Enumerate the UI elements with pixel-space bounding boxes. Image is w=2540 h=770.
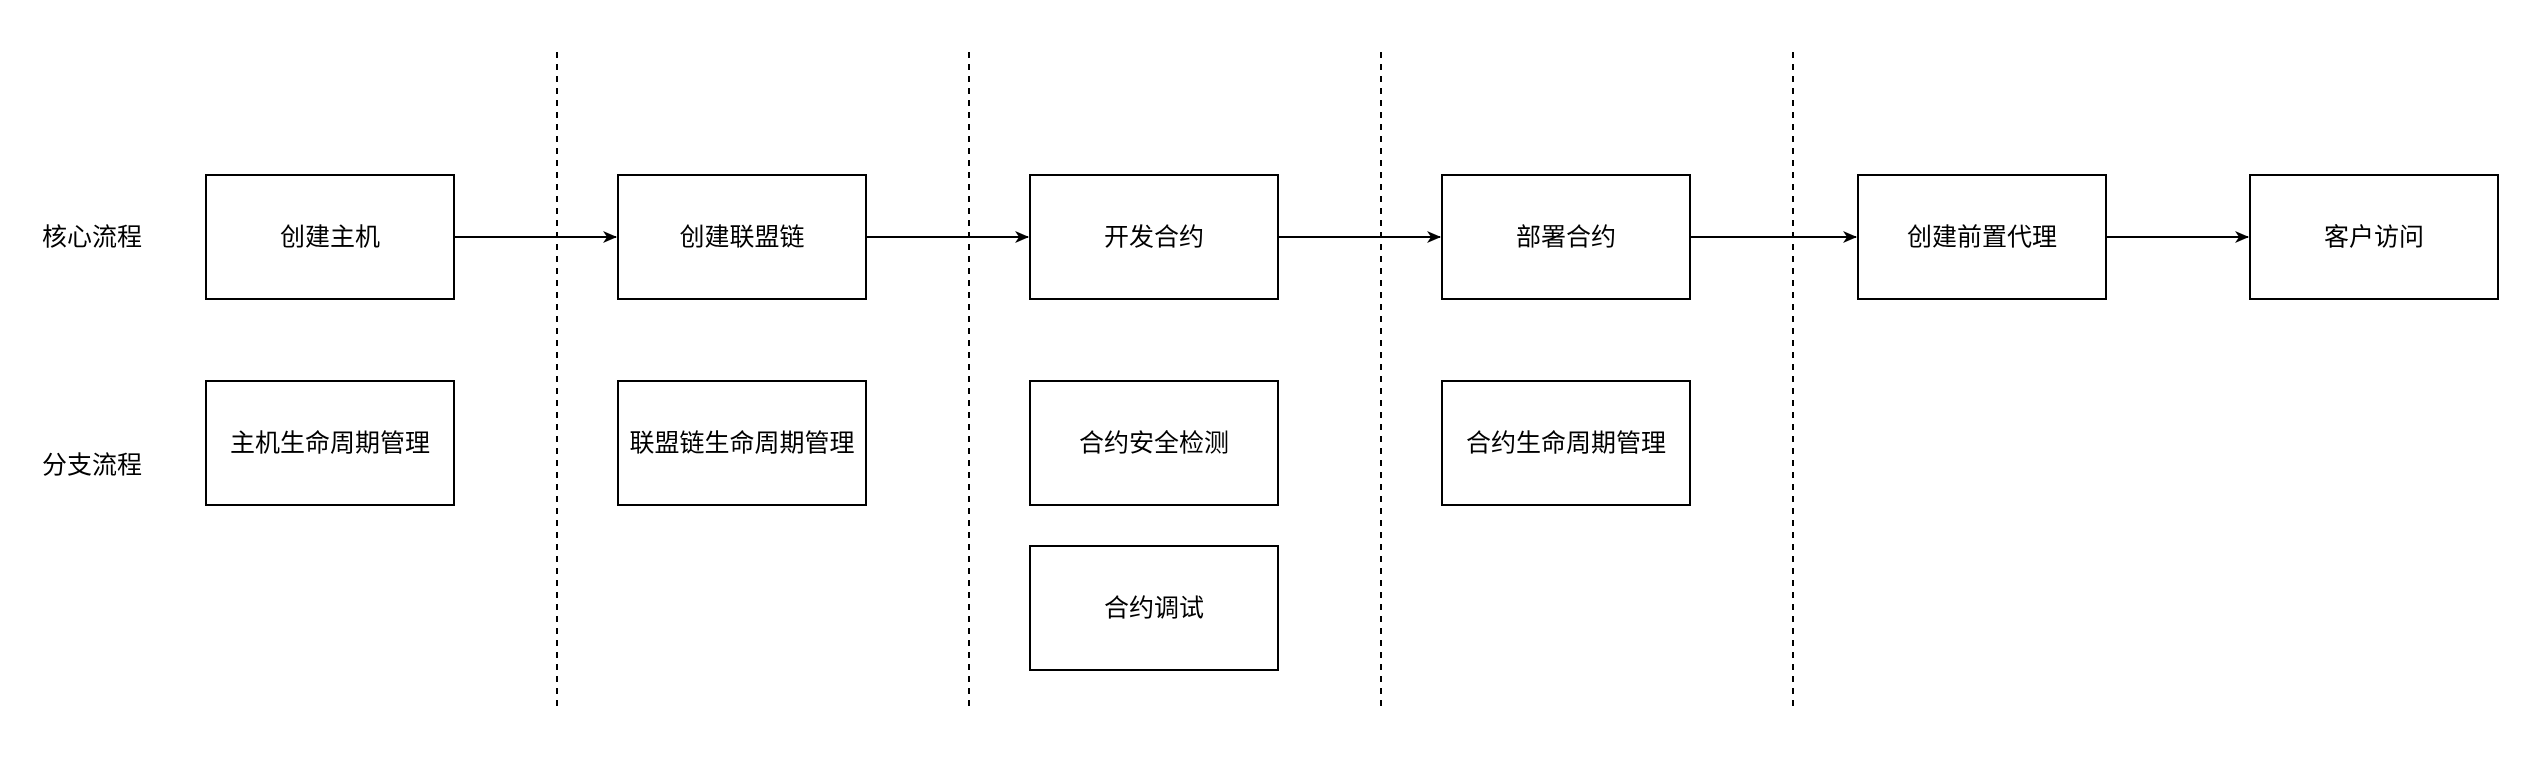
branch-host-lifecycle[interactable]: 主机生命周期管理 (205, 380, 455, 506)
core-step-create-proxy[interactable]: 创建前置代理 (1857, 174, 2107, 300)
branch-contract-security[interactable]: 合约安全检测 (1029, 380, 1279, 506)
branch-step-label: 合约安全检测 (1079, 429, 1229, 458)
core-step-label: 创建前置代理 (1907, 223, 2057, 252)
core-step-label: 开发合约 (1104, 223, 1204, 252)
branch-step-label: 联盟链生命周期管理 (629, 429, 854, 458)
branch-chain-lifecycle[interactable]: 联盟链生命周期管理 (617, 380, 867, 506)
core-step-label: 客户访问 (2324, 223, 2424, 252)
branch-contract-debug[interactable]: 合约调试 (1029, 545, 1279, 671)
branch-step-label: 主机生命周期管理 (230, 429, 430, 458)
core-step-label: 创建联盟链 (679, 223, 804, 252)
core-step-create-chain[interactable]: 创建联盟链 (617, 174, 867, 300)
core-step-create-host[interactable]: 创建主机 (205, 174, 455, 300)
branch-step-label: 合约调试 (1104, 594, 1204, 623)
branch-step-label: 合约生命周期管理 (1466, 429, 1666, 458)
core-step-develop-contract[interactable]: 开发合约 (1029, 174, 1279, 300)
branch-flow-label: 分支流程 (42, 451, 142, 480)
branch-contract-lifecycle[interactable]: 合约生命周期管理 (1441, 380, 1691, 506)
core-flow-label: 核心流程 (42, 223, 142, 252)
core-step-label: 部署合约 (1516, 223, 1616, 252)
core-step-label: 创建主机 (280, 223, 380, 252)
core-step-client-access[interactable]: 客户访问 (2249, 174, 2499, 300)
core-step-deploy-contract[interactable]: 部署合约 (1441, 174, 1691, 300)
